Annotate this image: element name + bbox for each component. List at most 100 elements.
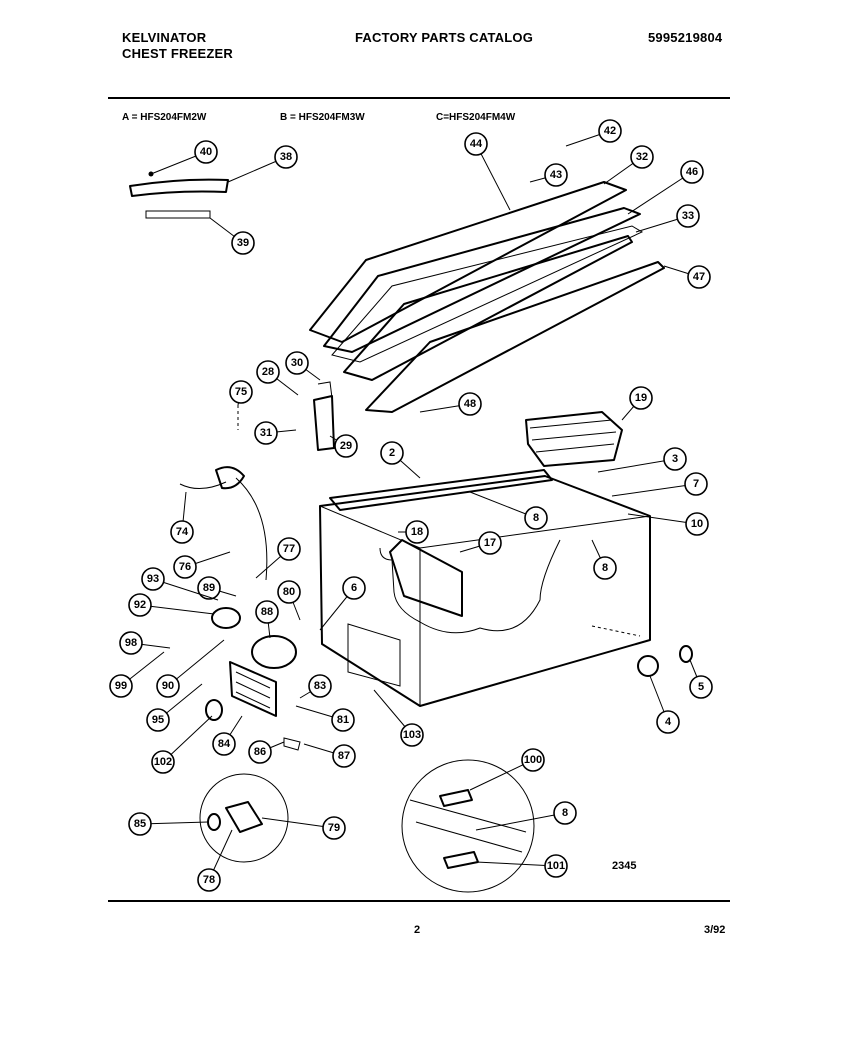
callout-label-100: 100 [524,754,542,766]
brand-name: KELVINATOR [122,30,207,45]
callout-29: 29 [329,434,358,458]
callout-label-18: 18 [411,526,423,538]
callout-label-5: 5 [698,681,704,693]
callout-label-92: 92 [134,599,146,611]
overload-protector [211,607,241,629]
handle-insert [145,210,211,219]
callout-86: 86 [248,740,285,764]
callout-bubble-8 [524,506,548,530]
page-number: 2 [414,924,421,936]
callout-label-29: 29 [340,440,352,452]
relay [225,801,263,833]
callout-leader-8 [469,491,537,519]
header-divider [108,97,730,99]
callout-30: 30 [285,351,321,381]
callout-101: 101 [475,854,568,878]
callout-100: 100 [469,748,545,791]
callout-bubble-81 [331,708,355,732]
cabinet-outline [319,475,651,707]
storage-basket [525,411,623,467]
callout-bubble-8 [553,801,577,825]
callout-label-98: 98 [125,637,137,649]
callout-label-84: 84 [218,738,231,750]
callout-87: 87 [303,743,356,768]
callout-label-77: 77 [283,543,295,555]
lid-handle [129,178,229,197]
callout-bubble-4 [656,710,680,734]
model-a: A = HFS204FM2W [122,112,207,123]
callout-79: 79 [261,816,346,840]
callout-95: 95 [146,683,203,732]
callout-17: 17 [459,531,502,555]
callout-75: 75 [229,380,253,406]
callout-74: 74 [170,491,194,544]
wiring-harness [379,539,561,634]
callout-bubble-29 [334,434,358,458]
callout-8: 8 [475,801,577,831]
detail-rail [409,799,527,853]
callout-bubble-101 [544,854,568,878]
callout-bubble-5 [689,675,713,699]
callout-leader-101 [475,861,557,867]
callout-label-7: 7 [693,478,699,490]
model-c: C=HFS204FM4W [436,112,516,123]
callout-47: 47 [663,265,711,289]
callout-label-101: 101 [547,860,565,872]
model-b: B = HFS204FM3W [280,112,365,123]
callout-label-74: 74 [176,526,189,538]
thermostat-capillary [235,477,268,581]
callout-48: 48 [419,392,482,416]
callout-85: 85 [128,812,209,836]
callout-4: 4 [649,675,680,734]
callout-44: 44 [464,132,511,211]
lamp-socket-bottom [443,851,479,869]
callout-bubble-93 [141,567,165,591]
drain-plug [205,699,223,721]
callout-label-30: 30 [291,357,303,369]
thermostat-lead [179,481,227,489]
callout-label-2: 2 [389,447,395,459]
callout-leader-44 [475,143,511,211]
callout-bubble-42 [598,119,622,143]
callout-label-31: 31 [260,427,272,439]
compressor [251,635,297,669]
callout-28: 28 [256,360,299,396]
callout-bubble-3 [663,447,687,471]
callout-bubble-85 [128,812,152,836]
diagram-shapes [129,171,693,893]
callout-89: 89 [197,576,237,600]
callout-leader-46 [627,171,693,215]
callout-label-17: 17 [484,537,496,549]
callout-bubble-30 [285,351,309,375]
callout-bubble-19 [629,386,653,410]
callout-bubble-38 [274,145,298,169]
callout-83: 83 [299,674,332,699]
callout-label-38: 38 [280,151,292,163]
callout-bubble-86 [248,740,272,764]
callout-bubble-48 [458,392,482,416]
lid-gasket [365,261,665,413]
callout-92: 92 [128,593,215,617]
callout-bubble-44 [464,132,488,156]
callout-7: 7 [611,472,708,497]
revision-date: 3/92 [704,924,726,936]
callout-3: 3 [597,447,687,473]
callout-bubble-6 [342,576,366,600]
callout-bubble-43 [544,163,568,187]
callout-bubble-18 [405,520,429,544]
callout-bubble-90 [156,674,180,698]
callout-label-88: 88 [261,606,273,618]
lid-liner-edge [331,225,644,363]
callout-label-47: 47 [693,271,705,283]
callout-bubble-87 [332,744,356,768]
callout-99: 99 [109,651,165,698]
callout-bubble-46 [680,160,704,184]
catalog-title: FACTORY PARTS CATALOG [355,30,534,45]
callout-77: 77 [255,537,301,579]
callout-label-79: 79 [328,822,340,834]
callout-bubble-7 [684,472,708,496]
basket-wires [529,419,617,453]
callout-80: 80 [277,580,301,621]
control-knob [637,655,659,677]
lid-gasket-frame [343,235,633,381]
